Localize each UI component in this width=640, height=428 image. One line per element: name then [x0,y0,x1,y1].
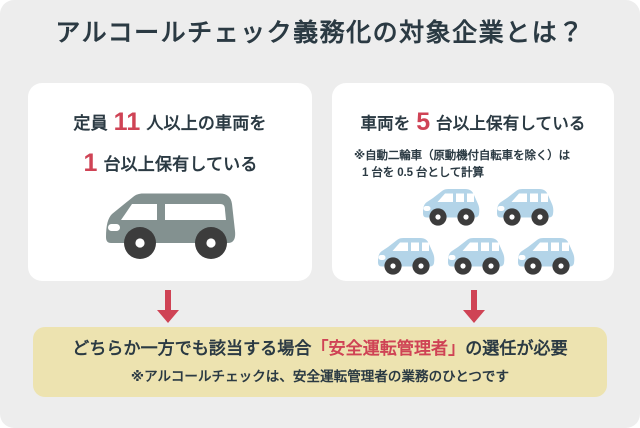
capacity-number-seats: 11 [113,108,141,136]
fleet-note-line1: ※自動二輪車（原動機付自転車を除く）は [354,149,570,162]
car-icon [515,236,577,281]
capacity-heading-part3: 台以上保有している [103,154,258,174]
car-group [370,187,582,281]
car-row-bottom [370,236,582,281]
arrow-down-icon-left [155,290,181,329]
banner-primary-text: どちらか一方でも該当する場合「安全運転管理者」の選任が必要 [72,338,567,360]
car-icon [420,187,482,232]
fleet-heading-part2: 台以上保有している [436,115,586,133]
fleet-number-units: 5 [416,108,431,136]
fleet-card-note: ※自動二輪車（原動機付自転車を除く）は 1 台を 0.5 台として計算 [354,148,614,183]
capacity-card: 定員 11 人以上の車両を 1 台以上保有している [28,83,312,281]
car-row-top [370,187,582,232]
car-icon [375,236,437,281]
arrow-down-icon-right [461,290,487,329]
capacity-card-heading: 定員 11 人以上の車両を 1 台以上保有している [28,102,312,183]
capacity-heading-part2: 人以上の車両を [146,114,267,133]
capacity-heading-part1: 定員 [73,114,108,133]
capacity-number-units: 1 [83,148,98,177]
fleet-note-line2: 1 台を 0.5 台として計算 [362,166,484,179]
fleet-card-heading: 車両を 5 台以上保有している [332,102,614,143]
van-icon [99,191,241,268]
banner-prefix: どちらか一方でも該当する場合 [72,339,312,359]
conclusion-banner: どちらか一方でも該当する場合「安全運転管理者」の選任が必要 ※アルコールチェック… [33,327,607,397]
page-title: アルコールチェック義務化の対象企業とは？ [55,19,585,47]
banner-highlight: 「安全運転管理者」 [311,339,466,359]
banner-suffix: の選任が必要 [465,339,568,359]
banner-secondary-text: ※アルコールチェックは、安全運転管理者の業務のひとつです [130,369,510,385]
car-icon [445,236,507,281]
fleet-card: 車両を 5 台以上保有している ※自動二輪車（原動機付自転車を除く）は 1 台を… [332,83,614,281]
fleet-heading-part1: 車両を [360,115,411,133]
car-icon [494,187,556,232]
